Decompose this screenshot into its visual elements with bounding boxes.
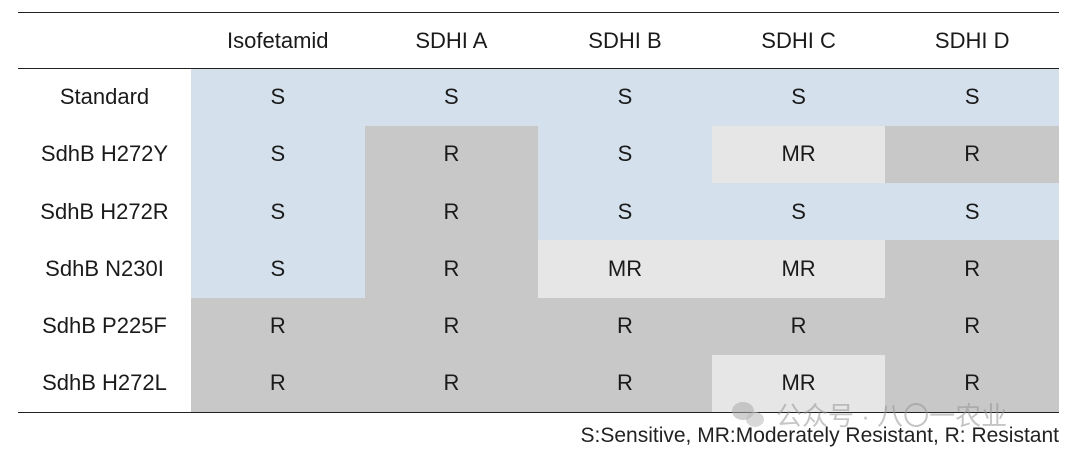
row-label-standard: Standard: [18, 68, 191, 126]
resistance-table-container: Isofetamid SDHI A SDHI B SDHI C SDHI D S…: [18, 12, 1059, 413]
wechat-icon: [732, 400, 768, 430]
header-corner: [18, 12, 191, 69]
table-cell: R: [191, 354, 365, 413]
table-cell: R: [191, 297, 365, 355]
header-sdhi-a: SDHI A: [364, 12, 539, 69]
table-cell: S: [191, 240, 365, 298]
table-cell: R: [885, 125, 1059, 184]
header-isofetamid: Isofetamid: [191, 12, 365, 69]
watermark: 公众号 · 八〇一农业: [732, 396, 1007, 433]
table-cell: R: [538, 297, 712, 355]
table-cell: R: [885, 240, 1059, 298]
table-cell: R: [538, 354, 712, 413]
table-cell: S: [191, 125, 365, 184]
table-cell: R: [364, 240, 539, 298]
table-cell: S: [191, 68, 365, 126]
table-cell: S: [711, 68, 886, 126]
resistance-table: Isofetamid SDHI A SDHI B SDHI C SDHI D S…: [18, 12, 1059, 413]
row-label-sdhb-p225f: SdhB P225F: [18, 297, 191, 355]
table-cell: S: [711, 183, 886, 241]
table-cell: MR: [711, 125, 886, 184]
table-row: SdhB H272L R R R MR R: [18, 354, 1059, 413]
table-cell: R: [711, 297, 886, 355]
table-cell: S: [885, 183, 1059, 241]
table-cell: R: [885, 354, 1059, 413]
table-cell: S: [885, 68, 1059, 126]
row-label-sdhb-h272l: SdhB H272L: [18, 354, 191, 413]
table-cell: R: [364, 183, 539, 241]
table-cell: MR: [538, 240, 712, 298]
table-row: SdhB H272R S R S S S: [18, 183, 1059, 241]
table-row: SdhB N230I S R MR MR R: [18, 240, 1059, 298]
table-row: SdhB P225F R R R R R: [18, 297, 1059, 355]
table-cell: R: [364, 125, 539, 184]
row-label-sdhb-h272y: SdhB H272Y: [18, 125, 191, 184]
table-cell: S: [191, 183, 365, 241]
table-cell: S: [538, 68, 712, 126]
header-row: Isofetamid SDHI A SDHI B SDHI C SDHI D: [18, 12, 1059, 69]
watermark-text: 公众号 · 八〇一农业: [776, 401, 1008, 431]
row-label-sdhb-h272r: SdhB H272R: [18, 183, 191, 241]
table-cell: MR: [711, 240, 886, 298]
legend-note: S:Sensitive, MR:Moderately Resistant, R:…: [580, 424, 1059, 447]
header-sdhi-d: SDHI D: [885, 12, 1059, 69]
table-row: SdhB H272Y S R S MR R: [18, 125, 1059, 184]
table-cell: S: [538, 125, 712, 184]
table-cell: S: [364, 68, 539, 126]
header-sdhi-c: SDHI C: [711, 12, 886, 69]
table-cell: R: [364, 297, 539, 355]
table-cell: S: [538, 183, 712, 241]
table-cell: R: [364, 354, 539, 413]
table-row: Standard S S S S S: [18, 68, 1059, 126]
row-label-sdhb-n230i: SdhB N230I: [18, 240, 191, 298]
header-sdhi-b: SDHI B: [538, 12, 712, 69]
table-cell: R: [885, 297, 1059, 355]
